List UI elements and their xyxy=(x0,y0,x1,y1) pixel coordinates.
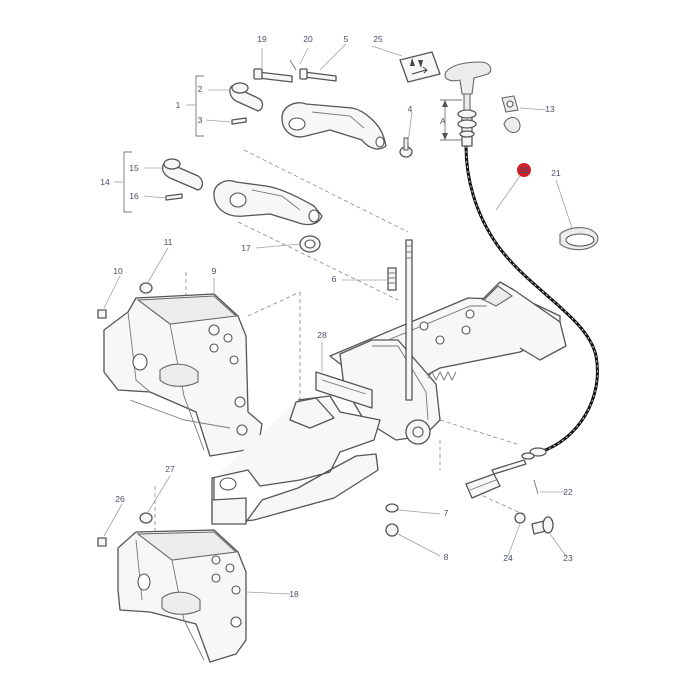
callout-5: 5 xyxy=(344,34,349,44)
instruction-decal xyxy=(399,51,441,83)
callout-18: 18 xyxy=(289,589,299,599)
callout-27: 27 xyxy=(165,464,175,474)
callout-28: 28 xyxy=(317,330,327,340)
callout-number: 7 xyxy=(444,508,449,518)
lower-link-arm-assembly xyxy=(114,151,323,253)
callout-number: 8 xyxy=(444,552,449,562)
callout-19: 19 xyxy=(257,34,267,44)
callout-12: 12 xyxy=(517,163,531,177)
clevis-end xyxy=(465,473,501,499)
callout-number: 23 xyxy=(563,553,573,563)
callout-number: 28 xyxy=(317,330,327,340)
leader-lines xyxy=(103,43,573,595)
callout-20: 20 xyxy=(303,34,313,44)
dimension-a: A xyxy=(440,99,462,141)
callout-7: 7 xyxy=(444,508,449,518)
callout-9: 9 xyxy=(212,266,217,276)
control-cable xyxy=(444,61,599,535)
callout-1: 1 xyxy=(176,100,181,110)
callout-number: 22 xyxy=(563,487,573,497)
callout-number: 25 xyxy=(373,34,383,44)
callout-15: 15 xyxy=(129,163,139,173)
callout-8: 8 xyxy=(444,552,449,562)
callout-13: 13 xyxy=(545,104,555,114)
callout-number: 5 xyxy=(344,34,349,44)
lower-link-arm xyxy=(213,180,323,226)
callout-number: 14 xyxy=(100,177,110,187)
top-link-arm-assembly xyxy=(186,59,413,158)
callout-number: 27 xyxy=(165,464,175,474)
callout-number: 6 xyxy=(332,274,337,284)
callout-number: 21 xyxy=(551,168,561,178)
callout-number: 11 xyxy=(164,237,173,247)
callout-26: 26 xyxy=(115,494,125,504)
callout-2: 2 xyxy=(198,84,203,94)
arrow-up-icon xyxy=(410,58,415,66)
callout-number: 18 xyxy=(289,589,299,599)
callout-number: 3 xyxy=(198,115,203,125)
callout-number: 17 xyxy=(241,243,251,253)
t-handle-icon xyxy=(444,61,492,95)
callout-10: 10 xyxy=(113,266,123,276)
callout-17: 17 xyxy=(241,243,251,253)
callout-25: 25 xyxy=(373,34,383,44)
callout-number: 1 xyxy=(176,100,181,110)
callout-23: 23 xyxy=(563,553,573,563)
arrow-right-icon xyxy=(411,66,428,75)
callout-number: 20 xyxy=(303,34,313,44)
lower-mounting-bracket xyxy=(97,512,247,663)
callout-number: 24 xyxy=(503,553,513,563)
dimension-a-label: A xyxy=(440,116,446,126)
callout-11: 11 xyxy=(164,237,173,247)
arrow-down-icon xyxy=(418,60,423,68)
callout-number: 4 xyxy=(408,104,413,114)
callout-number: 19 xyxy=(257,34,267,44)
callout-number: 12 xyxy=(519,165,529,175)
callout-number: 10 xyxy=(113,266,123,276)
callout-number: 2 xyxy=(198,84,203,94)
stud xyxy=(387,267,397,291)
callout-number: 13 xyxy=(545,104,555,114)
callout-22: 22 xyxy=(563,487,573,497)
callout-3: 3 xyxy=(198,115,203,125)
callout-21: 21 xyxy=(551,168,561,178)
callout-16: 16 xyxy=(129,191,139,201)
hitch-frame xyxy=(211,239,567,537)
callout-6: 6 xyxy=(332,274,337,284)
upper-mounting-bracket xyxy=(97,282,263,457)
callout-number: 26 xyxy=(115,494,125,504)
callout-14: 14 xyxy=(100,177,110,187)
clip-parts xyxy=(501,95,599,251)
callout-4: 4 xyxy=(408,104,413,114)
callout-24: 24 xyxy=(503,553,513,563)
callout-number: 16 xyxy=(129,191,139,201)
lift-arm xyxy=(281,102,387,150)
callout-number: 9 xyxy=(212,266,217,276)
callout-highlight-marker xyxy=(517,163,531,177)
callout-number: 15 xyxy=(129,163,139,173)
